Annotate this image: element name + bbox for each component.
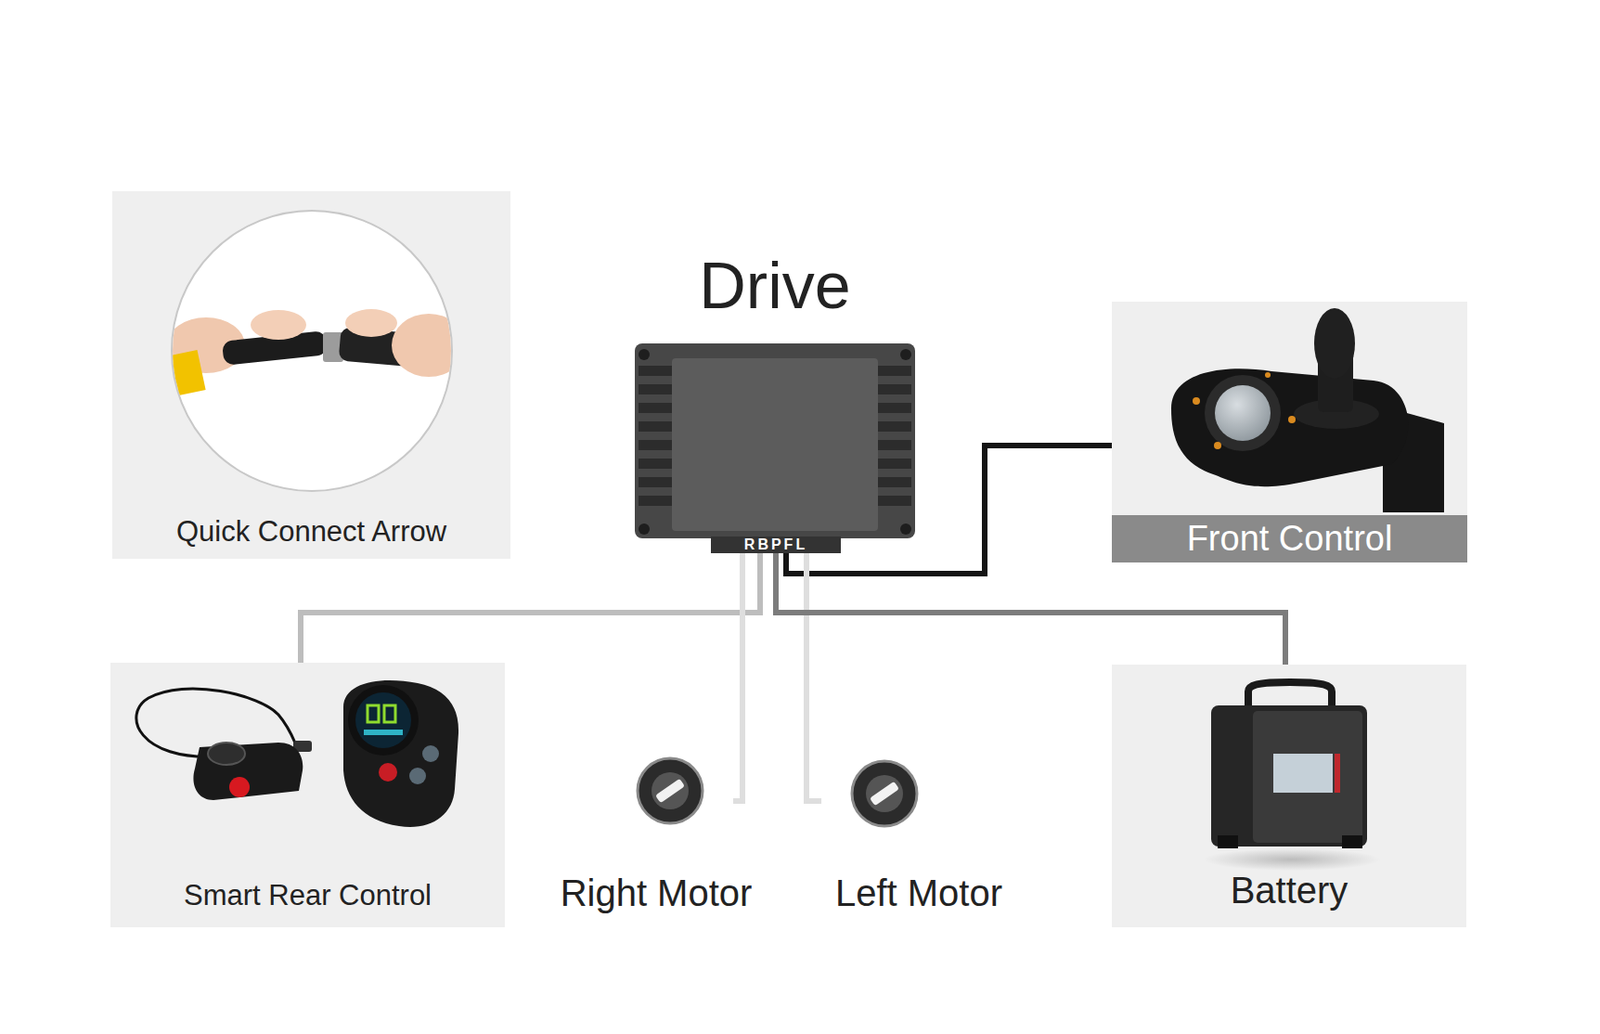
motor-icon: [637, 758, 703, 824]
port-label: RBPFL: [710, 536, 841, 554]
controller-box: [900, 523, 912, 535]
controller-box: [638, 365, 912, 506]
controller-box: [638, 348, 650, 361]
motor-node: Left Motor: [821, 753, 1026, 930]
controller-box: [638, 384, 676, 395]
wire-connector: [806, 553, 822, 801]
controller-box: [874, 384, 912, 395]
node-label: Quick Connect Arrow: [112, 511, 511, 553]
image-panel: Front Control: [1111, 301, 1468, 563]
node-label: Left Motor: [798, 870, 1040, 916]
controller-box: [638, 402, 676, 413]
controller-box: [874, 477, 912, 488]
controller-box: [874, 495, 912, 506]
controller-box: [638, 365, 676, 376]
node-label: Battery: [1111, 867, 1467, 913]
wire-connector: [733, 553, 743, 801]
motor-icon: [651, 772, 689, 810]
controller-box: [900, 348, 912, 361]
motor-icon: [851, 761, 917, 826]
controller-box: [638, 477, 676, 488]
wire-connector: [775, 553, 1286, 665]
controller-box: [874, 421, 912, 432]
wire-connector: [300, 553, 761, 663]
controller-box: [634, 343, 916, 554]
motor-icon: [637, 758, 703, 824]
controller-box: [638, 439, 676, 451]
motor-icon: [851, 761, 917, 826]
motor-node: Right Motor: [556, 753, 734, 930]
controller-box: [638, 348, 912, 535]
wire-connector: [786, 445, 1112, 574]
controller-box: [874, 439, 912, 451]
motor-icon: [869, 781, 900, 807]
image-panel: Quick Connect Arrow: [112, 191, 511, 559]
controller-box: [874, 402, 912, 413]
image-panel: Smart Rear Control: [110, 662, 505, 928]
controller-box: [638, 421, 676, 432]
controller-box: [874, 458, 912, 469]
drive-unit: Drive: [634, 343, 916, 554]
node-label: Front Control: [1111, 515, 1468, 563]
controller-box: [638, 523, 650, 535]
motor-icon: [865, 774, 904, 813]
unit-title: Drive: [588, 246, 962, 325]
node-label: Right Motor: [540, 870, 773, 916]
controller-box: [671, 358, 878, 531]
node-label: Smart Rear Control: [110, 875, 505, 917]
controller-box: [710, 536, 841, 554]
controller-box: [874, 365, 912, 376]
controller-box: [634, 343, 916, 539]
controller-box: [638, 458, 676, 469]
motor-icon: [655, 778, 685, 804]
controller-box: [638, 495, 676, 506]
image-panel: Battery: [1111, 664, 1467, 928]
